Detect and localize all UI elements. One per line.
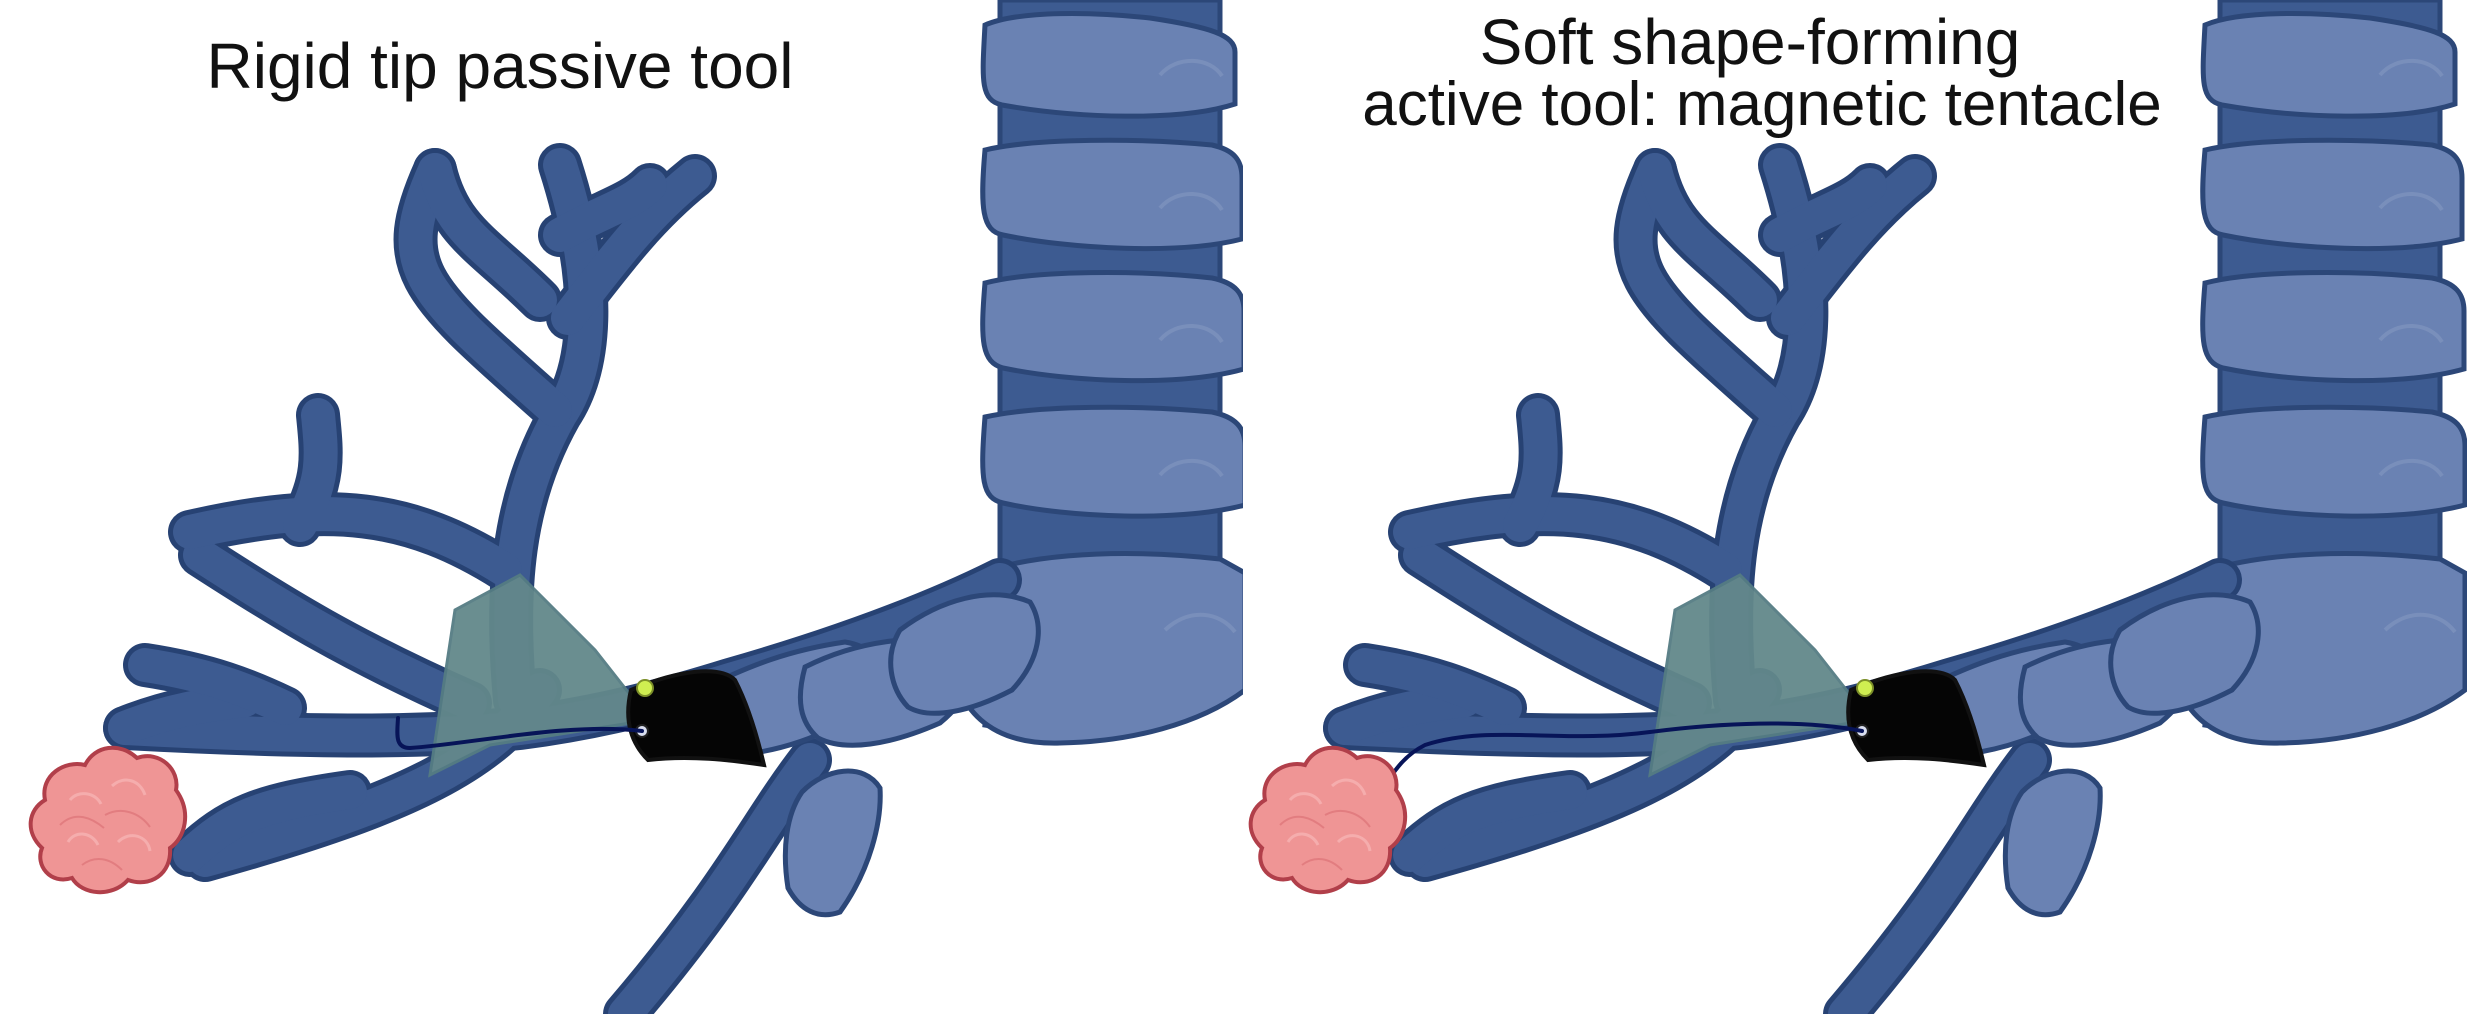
right-panel-title-line-2: active tool: magnetic tentacle [1362, 70, 2162, 139]
left-panel-title: Rigid tip passive tool [207, 30, 794, 102]
right-panel-title-line-1: Soft shape-forming [1480, 6, 2021, 78]
right-camera-light [1857, 680, 1873, 696]
left-camera-light [637, 680, 653, 696]
